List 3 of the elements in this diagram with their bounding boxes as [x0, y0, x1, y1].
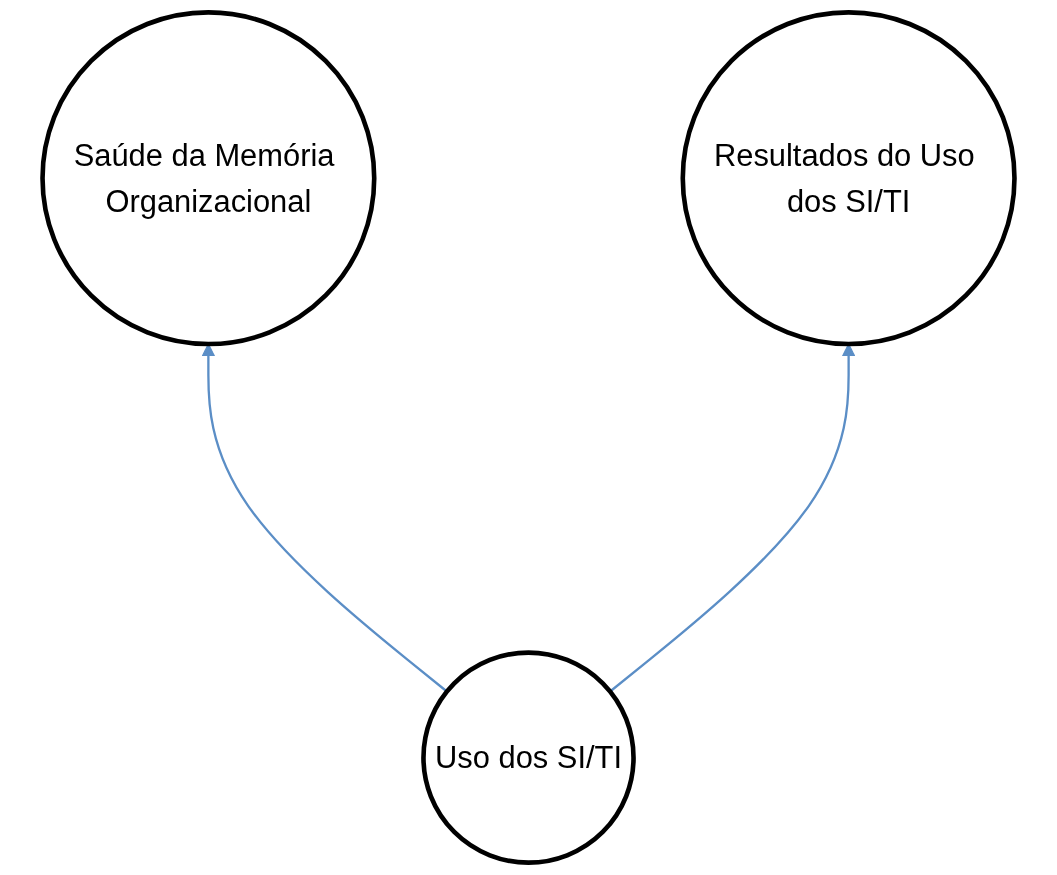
node-circle: Saúde da Memória Organizacional — [40, 10, 377, 347]
node-circle: Uso dos SI/TI — [421, 650, 636, 865]
node-circle: Resultados do Uso dos SI/TI — [680, 10, 1017, 347]
